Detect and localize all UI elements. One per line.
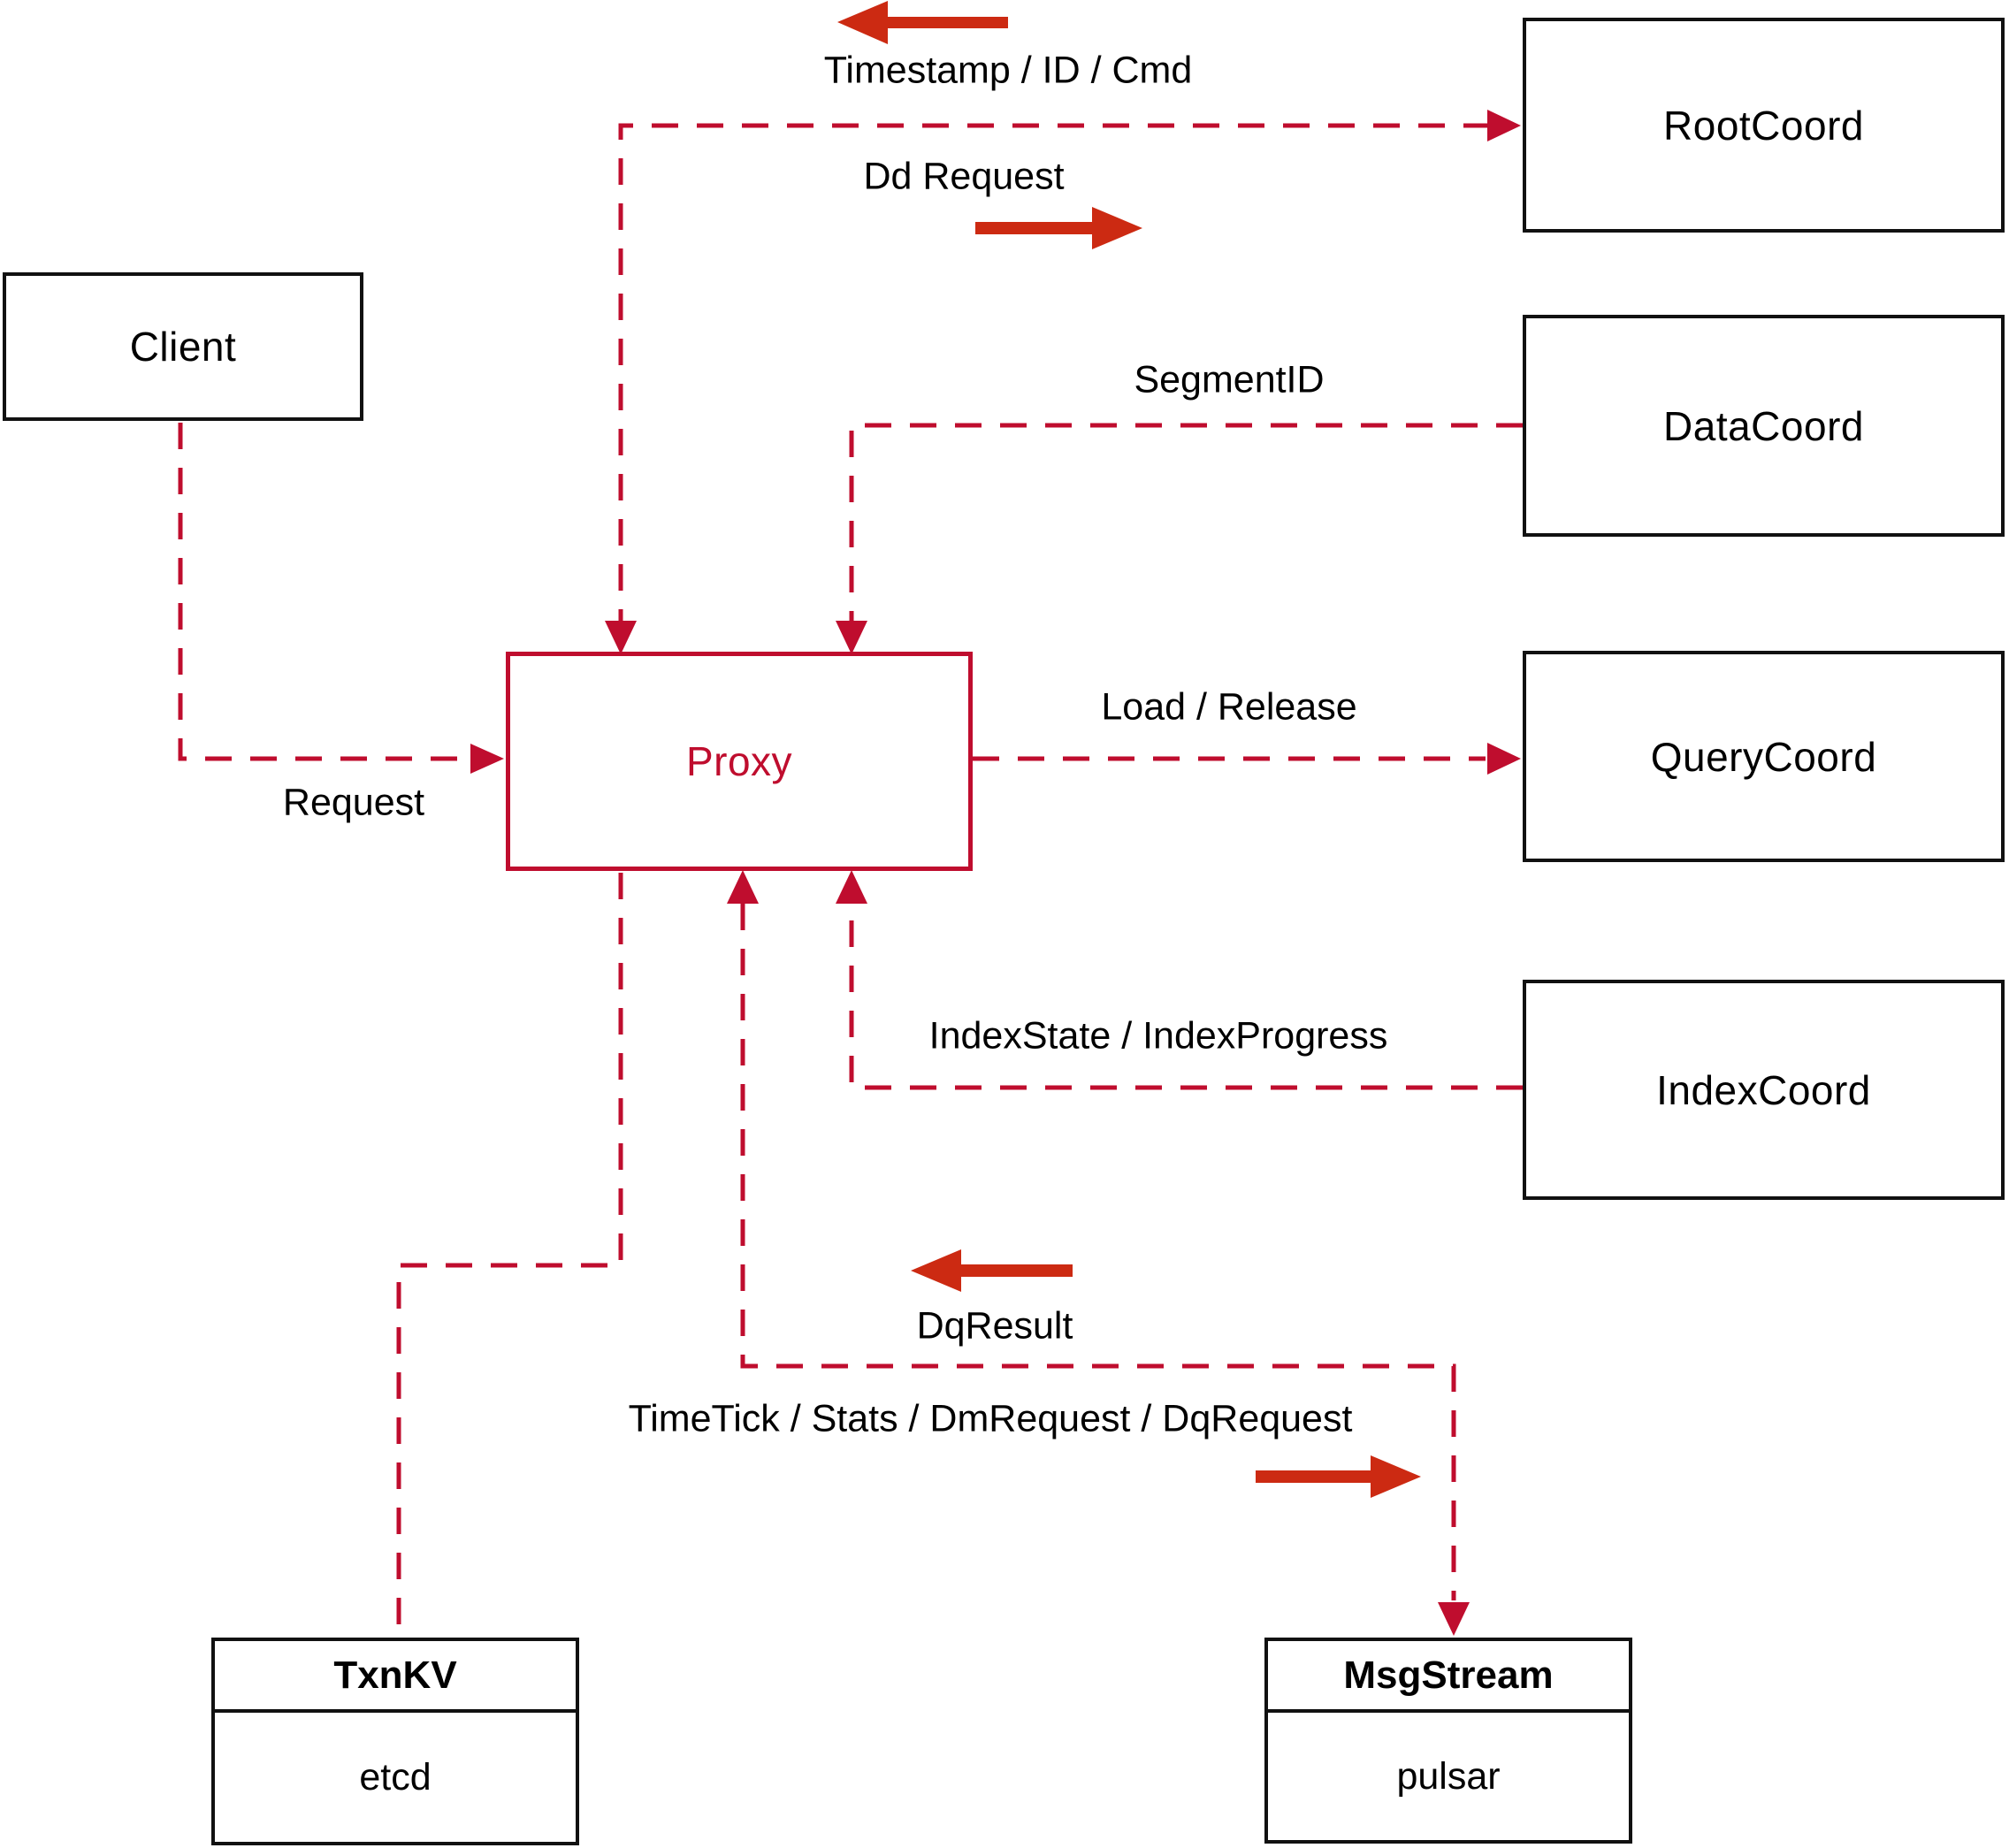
edge-proxy-querycoord [973,743,1521,775]
edge-proxy-txnkv [396,873,623,1636]
arrowhead-right-icon [1487,743,1521,775]
edge-label-time-tick: TimeTick / Stats / DmRequest / DqRequest [628,1397,1353,1440]
edge-proxy-rootcoord [605,110,1521,681]
node-msgstream-subtitle: pulsar [1396,1754,1501,1798]
edge-label-load-release: Load / Release [1101,685,1357,729]
edge-client-proxy [178,423,504,774]
arrowhead-up-icon [836,870,867,904]
node-proxy: Proxy [506,652,973,871]
edge-proxy-msgstream-line [740,904,1456,1600]
node-client: Client [3,272,363,421]
node-txnkv-subtitle: etcd [359,1755,432,1798]
node-datacoord: DataCoord [1523,315,2005,537]
edge-label-index-state: IndexState / IndexProgress [928,1014,1388,1058]
node-querycoord-label: QueryCoord [1650,733,1877,780]
node-datacoord-label: DataCoord [1663,402,1864,449]
arrowhead-down-icon [836,621,867,654]
edge-datacoord-proxy [836,423,1523,654]
node-rootcoord: RootCoord [1523,18,2005,233]
arrowhead-down-icon [1438,1602,1470,1636]
edge-indexcoord-proxy [836,870,1523,1090]
edge-client-proxy-line [178,423,490,761]
edge-label-dd-request: Dd Request [863,155,1065,198]
direction-arrow-left-icon [837,1,1008,44]
node-client-label: Client [129,324,237,370]
edge-label-segment-id: SegmentID [1134,358,1325,401]
direction-arrow-right-icon [1256,1455,1421,1498]
direction-arrow-left-icon [911,1249,1073,1292]
edge-label-timestamp-id-cmd: Timestamp / ID / Cmd [823,49,1193,92]
arrowhead-down-icon [605,621,637,654]
edge-proxy-rootcoord-line [618,123,1508,681]
edge-datacoord-proxy-line [849,423,1523,621]
node-proxy-label: Proxy [685,738,793,784]
node-rootcoord-label: RootCoord [1663,102,1864,149]
edge-proxy-txnkv-line [396,873,623,1636]
arrowhead-right-icon [1487,110,1521,141]
edge-label-dq-result: DqResult [916,1304,1073,1348]
arrowhead-up-icon [727,870,759,904]
direction-arrow-right-icon [975,207,1142,249]
node-txnkv-title: TxnKV [215,1641,576,1713]
node-indexcoord-label: IndexCoord [1656,1066,1871,1113]
edge-label-request: Request [282,781,425,824]
node-indexcoord: IndexCoord [1523,980,2005,1200]
node-querycoord: QueryCoord [1523,651,2005,862]
node-msgstream: MsgStream pulsar [1264,1638,1632,1844]
arrowhead-right-icon [470,744,504,774]
node-txnkv: TxnKV etcd [211,1638,579,1845]
edge-indexcoord-proxy-line [849,904,1523,1090]
node-msgstream-title: MsgStream [1268,1641,1629,1713]
edge-proxy-msgstream [727,870,1470,1636]
